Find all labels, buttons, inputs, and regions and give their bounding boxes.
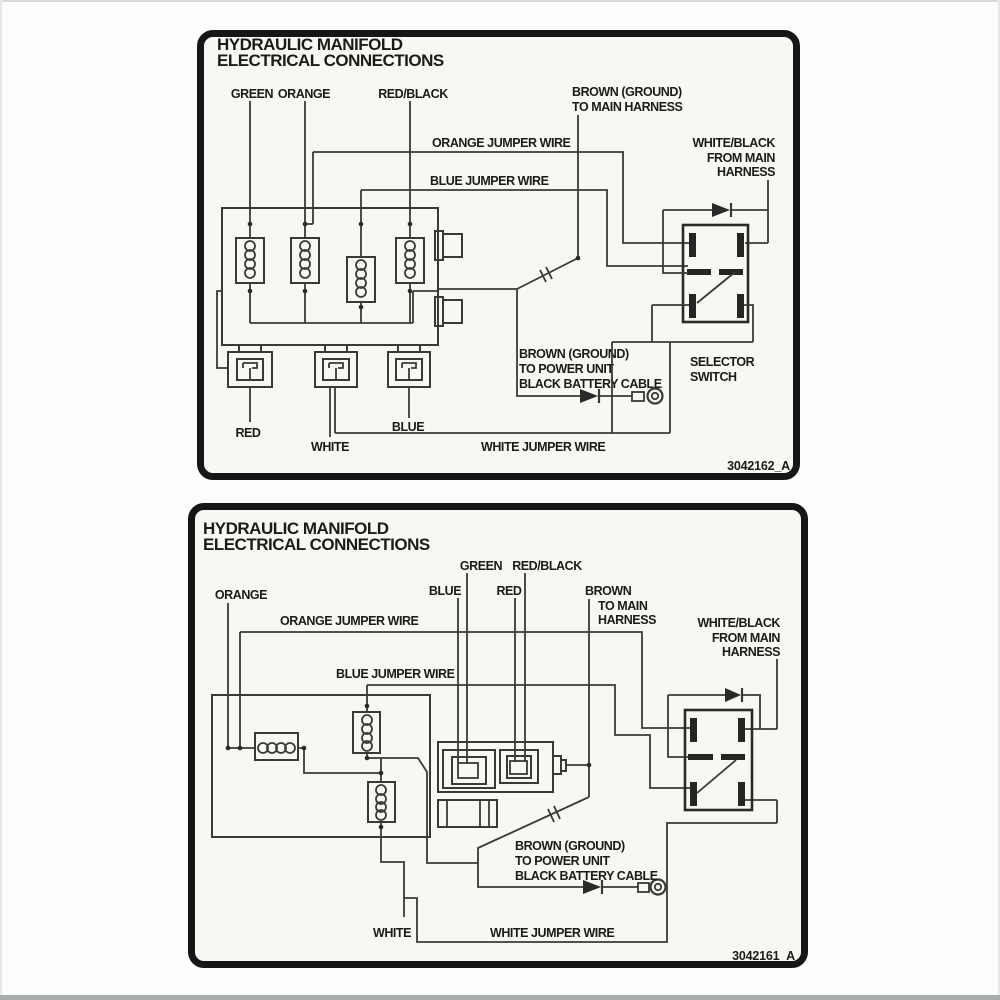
wire-label-blue: BLUE — [429, 584, 461, 598]
solenoid-coil-2 — [290, 237, 320, 284]
white-black-label-1: WHITE/BLACK — [697, 616, 780, 630]
connector-pack-tab — [552, 755, 567, 775]
ground-wire-to-battery — [477, 796, 590, 888]
orange-jumper-wire-label: ORANGE JUMPER WIRE — [280, 614, 419, 628]
solenoid-coil-3 — [346, 256, 376, 303]
manifold-port-lower — [434, 296, 463, 327]
white-black-label-2: FROM MAIN — [712, 631, 781, 645]
wire-label-red: RED — [235, 426, 260, 440]
wire-label-brown-to-main-2: TO MAIN HARNESS — [572, 100, 683, 114]
coil-connector-blue — [387, 344, 431, 388]
photo-edge-bottom — [0, 995, 1000, 1000]
brown-power-label-3: BLACK BATTERY CABLE — [515, 869, 658, 883]
white-black-label-1: WHITE/BLACK — [692, 136, 775, 150]
white-black-label-3: HARNESS — [722, 645, 780, 659]
orange-jumper-wire — [239, 631, 690, 748]
solenoid-coil-1 — [235, 237, 265, 284]
junction-dots — [247, 221, 581, 310]
coil-connector-red — [227, 344, 273, 388]
white-jumper-wire — [404, 799, 778, 943]
ring-terminal — [637, 878, 667, 896]
white-jumper-wire-label: WHITE JUMPER WIRE — [490, 926, 614, 940]
blue-jumper-wire-label: BLUE JUMPER WIRE — [336, 667, 455, 681]
splice-marks — [539, 266, 553, 283]
battery-cable-diode — [583, 880, 638, 894]
selector-switch-label-1: SELECTOR — [690, 355, 755, 369]
wire-label-green: GREEN — [460, 559, 503, 573]
selector-switch — [681, 223, 750, 324]
top-title-line-1: HYDRAULIC MANIFOLD — [217, 35, 403, 54]
manifold-left-wire — [216, 290, 228, 369]
brown-power-label-3: BLACK BATTERY CABLE — [519, 377, 662, 391]
wire-label-brown-to-main-1: BROWN (GROUND) — [572, 85, 682, 99]
manifold-box — [211, 694, 431, 838]
switch-diode — [667, 688, 761, 758]
bottom-title-line-1: HYDRAULIC MANIFOLD — [203, 519, 389, 538]
wire-label-red: RED — [496, 584, 521, 598]
selector-switch-label-2: SWITCH — [690, 370, 737, 384]
white-jumper-wire — [335, 342, 671, 434]
connector-lead-wires — [249, 387, 410, 437]
brown-power-label-2: TO POWER UNIT — [515, 854, 610, 868]
ground-wire-to-battery — [438, 257, 580, 397]
wire-label-orange: ORANGE — [215, 588, 267, 602]
white-black-label-2: FROM MAIN — [707, 151, 776, 165]
wire-label-white: WHITE — [311, 440, 349, 454]
wire-label-red-black: RED/BLACK — [378, 87, 448, 101]
wire-label-brown-1: BROWN — [585, 584, 632, 598]
brown-power-label-2: TO POWER UNIT — [519, 362, 614, 376]
bottom-title-line-2: ELECTRICAL CONNECTIONS — [203, 535, 430, 554]
solenoid-coil-upper — [352, 711, 381, 754]
solenoid-coil-lower — [367, 781, 396, 823]
junction-dots — [225, 703, 592, 830]
coil-connector-white — [314, 344, 358, 388]
photo-edge-left — [0, 0, 2, 1000]
top-wiring-diagram: HYDRAULIC MANIFOLD ELECTRICAL CONNECTION… — [216, 35, 790, 473]
label-leader-wires — [249, 101, 769, 258]
coil-interconnect-wires — [298, 747, 478, 917]
wire-label-brown-2: TO MAIN — [598, 599, 648, 613]
switch-bottom-wires — [612, 304, 754, 343]
brown-power-label-1: BROWN (GROUND) — [515, 839, 625, 853]
brown-power-label-1: BROWN (GROUND) — [519, 347, 629, 361]
photo-edge-top — [0, 0, 1000, 2]
orange-jumper-wire-label: ORANGE JUMPER WIRE — [432, 136, 571, 150]
wire-label-red-black: RED/BLACK — [512, 559, 582, 573]
white-jumper-wire-label: WHITE JUMPER WIRE — [481, 440, 605, 454]
part-number: 3042161_A — [732, 949, 795, 963]
wire-label-orange: ORANGE — [278, 87, 330, 101]
manifold-port-upper — [434, 230, 463, 261]
splice-marks — [547, 805, 561, 823]
blue-jumper-wire-label: BLUE JUMPER WIRE — [430, 174, 549, 188]
solenoid-coil-4 — [395, 237, 425, 284]
battery-cable-diode — [580, 389, 632, 403]
ring-terminal — [631, 387, 664, 405]
pump-motor-body — [437, 799, 498, 828]
wire-label-green: GREEN — [231, 87, 274, 101]
switch-diode — [662, 203, 768, 274]
solenoid-coil-horizontal — [254, 732, 299, 761]
top-decal: HYDRAULIC MANIFOLD ELECTRICAL CONNECTION… — [197, 30, 800, 480]
wire-label-white: WHITE — [373, 926, 411, 940]
top-title-line-2: ELECTRICAL CONNECTIONS — [217, 51, 444, 70]
bottom-wiring-diagram: HYDRAULIC MANIFOLD ELECTRICAL CONNECTION… — [203, 519, 795, 963]
wire-label-brown-3: HARNESS — [598, 613, 656, 627]
selector-switch — [683, 708, 754, 812]
wire-label-blue: BLUE — [392, 420, 424, 434]
photo-edge-right — [998, 0, 1000, 1000]
orange-jumper-wire — [305, 151, 689, 244]
connector-pack — [437, 741, 567, 793]
connector-a — [442, 749, 496, 789]
bottom-decal: HYDRAULIC MANIFOLD ELECTRICAL CONNECTION… — [188, 503, 808, 968]
part-number: 3042162_A — [727, 459, 790, 473]
coil-ground-rail — [249, 283, 438, 324]
connector-b — [499, 749, 539, 784]
white-black-label-3: HARNESS — [717, 165, 775, 179]
